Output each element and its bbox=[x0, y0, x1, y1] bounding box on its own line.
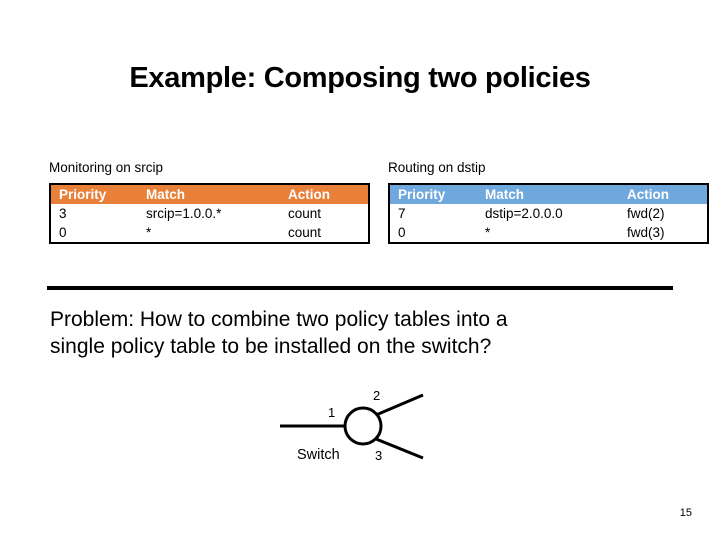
cell-match: * bbox=[485, 225, 491, 240]
port-3-label: 3 bbox=[375, 448, 383, 463]
table-row: 0 * fwd(3) bbox=[389, 223, 708, 243]
routing-policy-table: Priority Match Action 7 dstip=2.0.0.0 fw… bbox=[388, 183, 709, 244]
port-2-label: 2 bbox=[373, 388, 381, 403]
cell-action: fwd(3) bbox=[627, 225, 665, 240]
switch-node-label: Switch bbox=[297, 447, 340, 463]
cell-priority: 0 bbox=[398, 225, 406, 240]
routing-table-caption: Routing on dstip bbox=[388, 160, 486, 175]
table-header-row: Priority Match Action bbox=[389, 184, 708, 204]
column-header-match: Match bbox=[477, 184, 619, 204]
monitoring-policy-block: Monitoring on srcip Priority Match Actio… bbox=[49, 160, 370, 244]
monitoring-table-caption: Monitoring on srcip bbox=[49, 160, 164, 175]
table-row: 0 * count bbox=[50, 223, 369, 243]
column-header-match: Match bbox=[138, 184, 280, 204]
cell-match: srcip=1.0.0.* bbox=[146, 206, 222, 221]
table-row: 7 dstip=2.0.0.0 fwd(2) bbox=[389, 204, 708, 223]
cell-action: count bbox=[288, 206, 322, 221]
cell-priority: 0 bbox=[59, 225, 67, 240]
column-header-priority: Priority bbox=[50, 184, 138, 204]
monitoring-policy-table: Priority Match Action 3 srcip=1.0.0.* co… bbox=[49, 183, 370, 244]
column-header-action: Action bbox=[619, 184, 708, 204]
cell-match: dstip=2.0.0.0 bbox=[485, 206, 563, 221]
port-1-label: 1 bbox=[328, 405, 336, 420]
problem-line-2: single policy table to be installed on t… bbox=[50, 335, 492, 358]
cell-action: count bbox=[288, 225, 322, 240]
cell-priority: 7 bbox=[398, 206, 406, 221]
page-title: Example: Composing two policies bbox=[129, 62, 591, 94]
routing-policy-block: Routing on dstip Priority Match Action 7… bbox=[388, 160, 709, 244]
column-header-priority: Priority bbox=[389, 184, 477, 204]
problem-statement: Problem: How to combine two policy table… bbox=[50, 306, 670, 360]
port-3-link bbox=[375, 437, 424, 460]
switch-diagram: 1 2 3 Switch bbox=[280, 382, 450, 477]
problem-line-1: Problem: How to combine two policy table… bbox=[50, 308, 508, 331]
page-number: 15 bbox=[679, 507, 692, 519]
column-header-action: Action bbox=[280, 184, 369, 204]
cell-action: fwd(2) bbox=[627, 206, 665, 221]
section-divider bbox=[47, 286, 673, 290]
switch-topology-graphic bbox=[280, 393, 424, 460]
switch-node-circle bbox=[343, 406, 383, 446]
table-row: 3 srcip=1.0.0.* count bbox=[50, 204, 369, 223]
table-header-row: Priority Match Action bbox=[50, 184, 369, 204]
cell-priority: 3 bbox=[59, 206, 67, 221]
cell-match: * bbox=[146, 225, 152, 240]
port-2-link bbox=[375, 393, 424, 417]
